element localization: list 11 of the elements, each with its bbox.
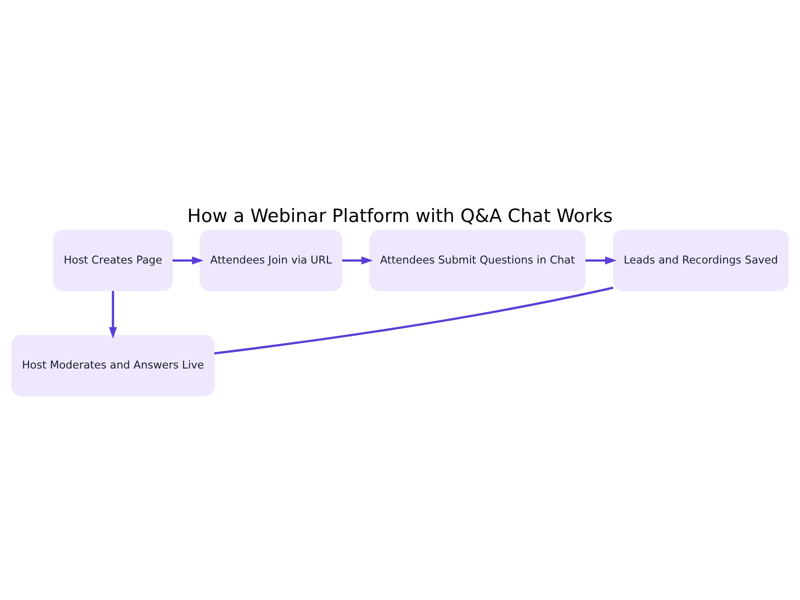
arrow <box>172 256 204 265</box>
arrow <box>108 290 118 339</box>
node-box: Attendees Join via URL <box>200 230 342 292</box>
connector <box>214 286 614 355</box>
node-box: Host Moderates and Answers Live <box>11 334 215 396</box>
node-box: Attendees Submit Questions in Chat <box>369 230 586 292</box>
arrow <box>585 256 617 265</box>
node-box: Leads and Recordings Saved <box>612 230 789 292</box>
diagram-title: How a Webinar Platform with Q&A Chat Works <box>187 206 613 227</box>
arrow <box>342 256 373 265</box>
node-box: Host Creates Page <box>53 230 173 292</box>
